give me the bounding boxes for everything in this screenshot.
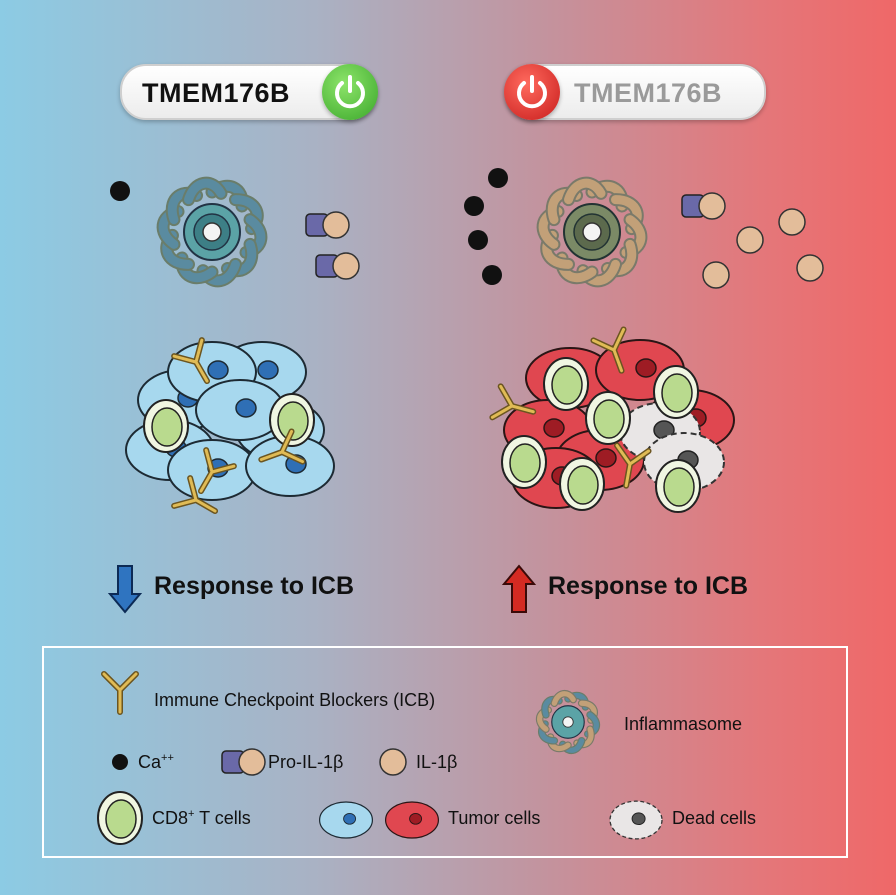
il1b — [796, 254, 824, 282]
response-right: Response to ICB — [548, 572, 749, 600]
legend-il1b-label: IL-1β — [416, 752, 458, 772]
legend-icb-label: Immune Checkpoint Blockers (ICB) — [154, 690, 436, 710]
calcium-ion — [468, 230, 488, 250]
pro-il1b — [305, 211, 350, 239]
calcium-icon — [112, 754, 128, 770]
pro-il1b — [315, 252, 360, 280]
calcium-ion — [482, 265, 502, 285]
inflammasome-icon — [537, 690, 598, 753]
pro-il1b — [681, 192, 726, 220]
power-icon — [322, 64, 378, 120]
il1b — [736, 226, 764, 254]
legend-ca-label: Ca++ — [138, 752, 174, 772]
legend-pro-il1b-label: Pro-IL-1β — [268, 752, 344, 772]
tumor-cluster-right — [492, 329, 735, 513]
tumor-cluster-left — [125, 340, 335, 525]
tmem176b-off-toggle: TMEM176B — [504, 64, 766, 120]
response-left: Response to ICB — [154, 572, 355, 600]
legend-tumor-label: Tumor cells — [448, 808, 541, 828]
toggle-label-on: TMEM176B — [142, 78, 291, 108]
arrow-down-icon — [107, 565, 143, 614]
inflammasome-left — [159, 177, 265, 286]
toggle-label-off: TMEM176B — [574, 78, 723, 108]
power-icon — [504, 64, 560, 120]
arrow-up-icon — [501, 564, 537, 613]
legend-inflammasome-label: Inflammasome — [624, 714, 743, 734]
legend-box — [42, 646, 848, 858]
il1b — [778, 208, 806, 236]
tmem176b-on-toggle: TMEM176B — [120, 64, 378, 120]
legend-dead-label: Dead cells — [672, 808, 757, 828]
calcium-ion — [488, 168, 508, 188]
legend-cd8-label: CD8+ T cells — [152, 808, 251, 828]
il1b — [702, 261, 730, 289]
inflammasome-right — [539, 177, 645, 286]
calcium-ion — [464, 196, 484, 216]
calcium-ion — [110, 181, 130, 201]
